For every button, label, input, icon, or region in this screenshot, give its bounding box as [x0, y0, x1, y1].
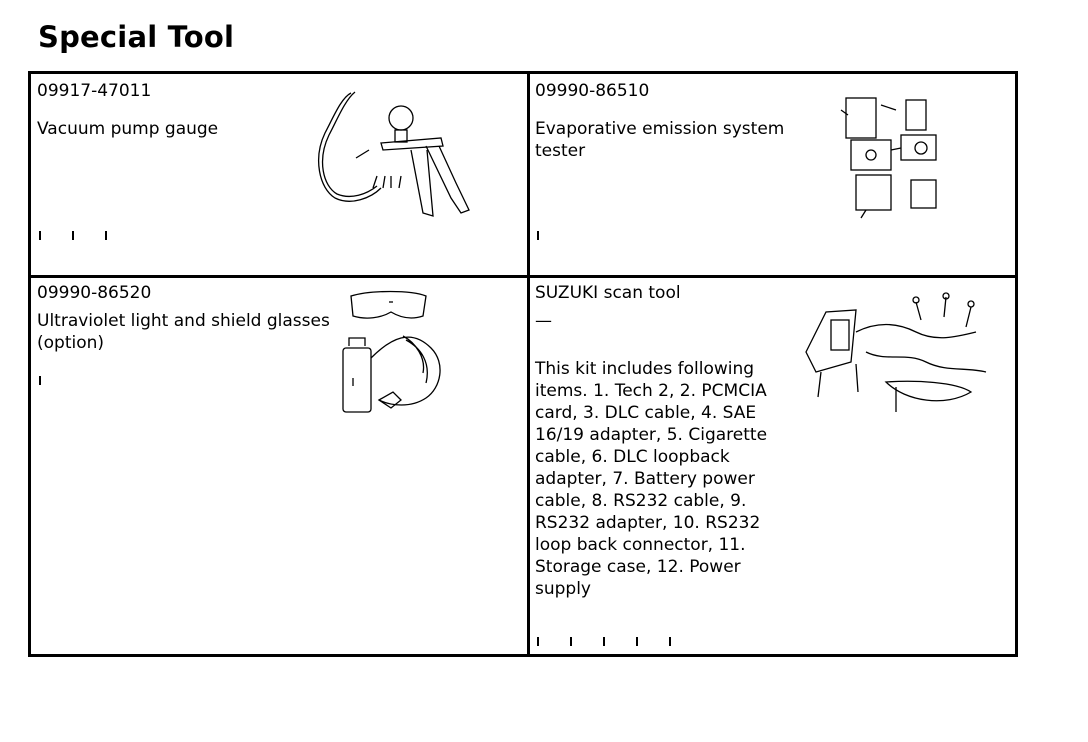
tool-cell-evap-tester: 09990-86510 Evaporative emission system …: [535, 80, 795, 162]
vacuum-pump-gauge-illustration: [318, 91, 470, 217]
emission-tester-illustration: [840, 97, 937, 219]
part-number: 09917-47011: [37, 81, 152, 101]
part-number: SUZUKI scan tool: [535, 283, 681, 303]
scan-tool-kit-illustration: [805, 292, 987, 412]
special-tool-table: 09917-47011 Vacuum pump gauge 09990-8651…: [28, 71, 1018, 657]
part-number: 09990-86520: [37, 283, 152, 303]
tool-cell-scan-tool: SUZUKI scan tool — This kit includes fol…: [535, 282, 785, 600]
usage-marks: [39, 370, 72, 385]
tool-description: This kit includes following items. 1. Te…: [535, 359, 768, 599]
tool-cell-vacuum-pump: 09917-47011 Vacuum pump gauge: [37, 80, 297, 140]
tool-name: Vacuum pump gauge: [37, 119, 219, 139]
uv-light-glasses-illustration: [342, 290, 441, 413]
row-divider: [31, 275, 1015, 278]
usage-marks: [537, 631, 702, 646]
tool-name: Ultraviolet light and shield glasses (op…: [37, 311, 330, 353]
usage-marks: [537, 225, 570, 240]
usage-marks: [39, 225, 138, 240]
tool-cell-uv-light: 09990-86520 Ultraviolet light and shield…: [37, 282, 337, 354]
page-title: Special Tool: [38, 20, 235, 54]
tool-name: —: [535, 311, 552, 331]
column-divider: [527, 74, 530, 654]
tool-name: Evaporative emission system tester: [535, 119, 785, 161]
part-number: 09990-86510: [535, 81, 650, 101]
